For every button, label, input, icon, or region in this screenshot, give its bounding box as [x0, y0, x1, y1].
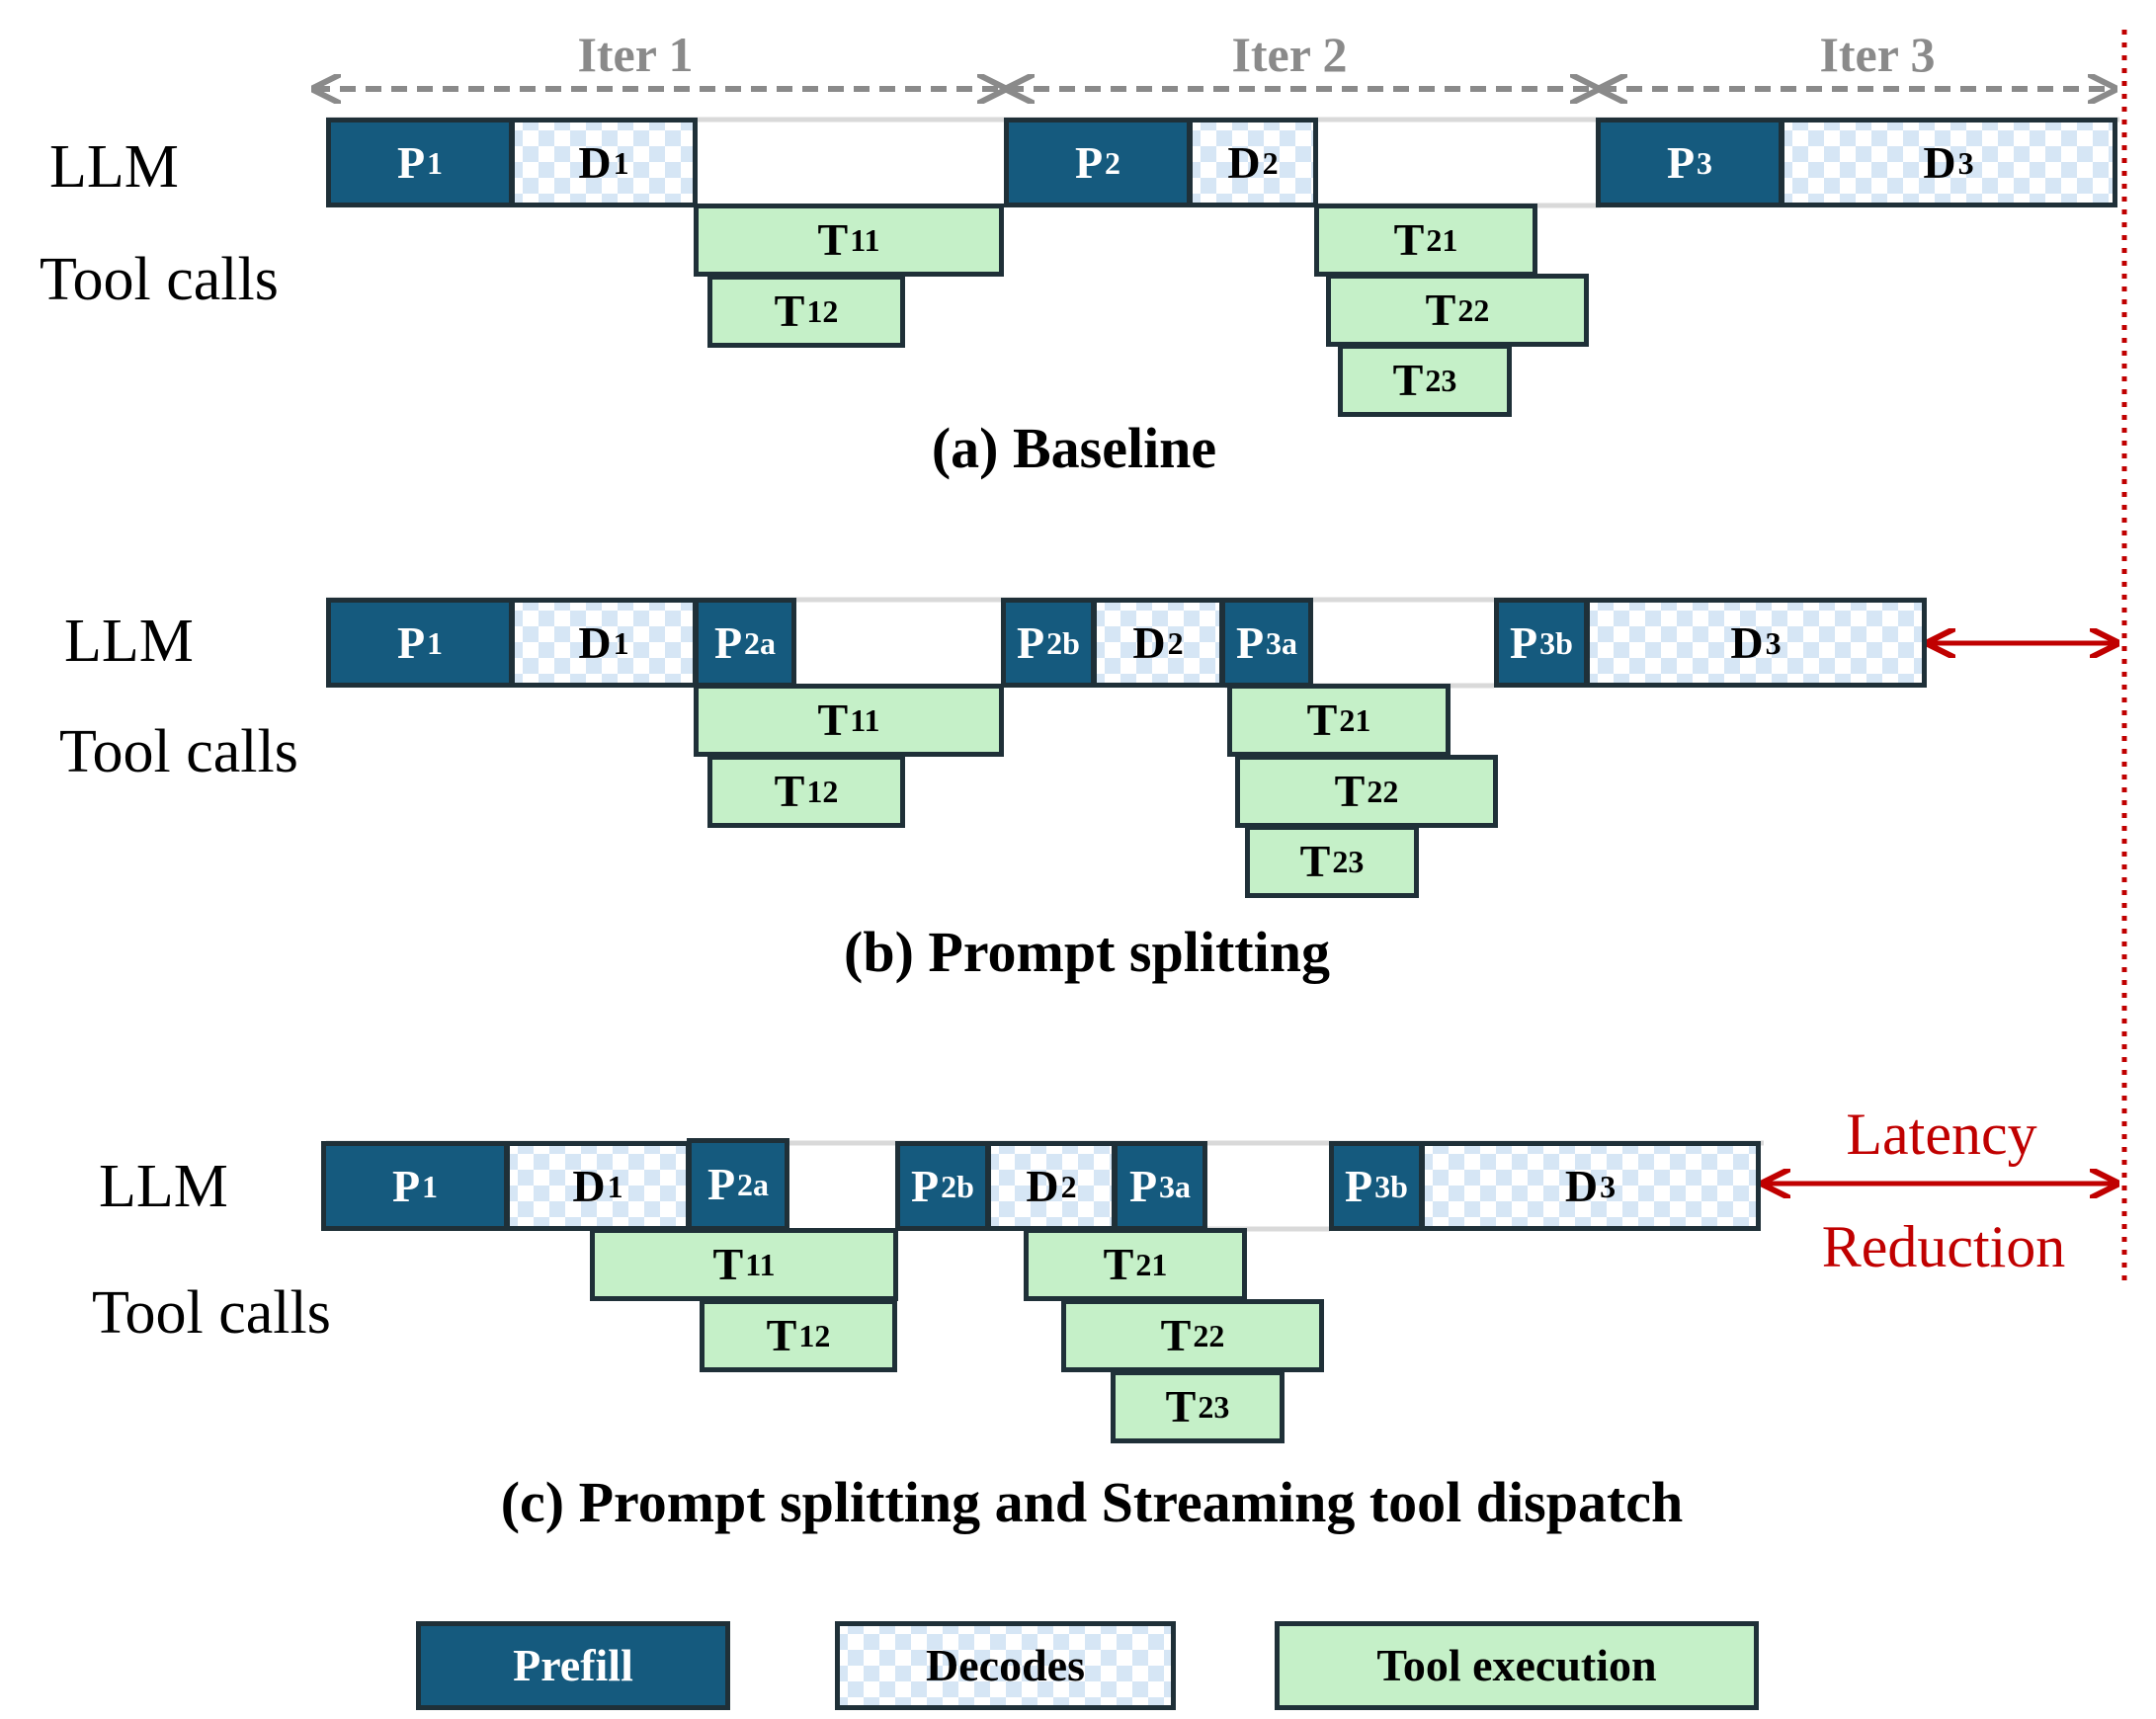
- llm-row-label-c: LLM: [99, 1153, 228, 1220]
- llm-row-label-b: LLM: [64, 608, 194, 675]
- tool-row-label-c: Tool calls: [92, 1279, 331, 1347]
- reduction-label: Reduction: [1821, 1214, 2066, 1279]
- legend-tool-execution: Tool execution: [1275, 1621, 1759, 1710]
- tool-row-label-b: Tool calls: [59, 718, 298, 785]
- legend-prefill: Prefill: [416, 1621, 730, 1710]
- iter-3-label: Iter 3: [1819, 27, 1936, 82]
- legend-decodes: Decodes: [835, 1621, 1176, 1710]
- tool-row-label-a: Tool calls: [40, 246, 279, 313]
- caption-b: (b) Prompt splitting: [844, 920, 1330, 984]
- iter-2-label: Iter 2: [1231, 27, 1348, 82]
- llm-row-label-a: LLM: [49, 133, 179, 201]
- caption-c: (c) Prompt splitting and Streaming tool …: [500, 1470, 1684, 1534]
- caption-a: (a) Baseline: [931, 416, 1217, 480]
- iter-1-label: Iter 1: [577, 27, 694, 82]
- latency-label: Latency: [1846, 1102, 2037, 1167]
